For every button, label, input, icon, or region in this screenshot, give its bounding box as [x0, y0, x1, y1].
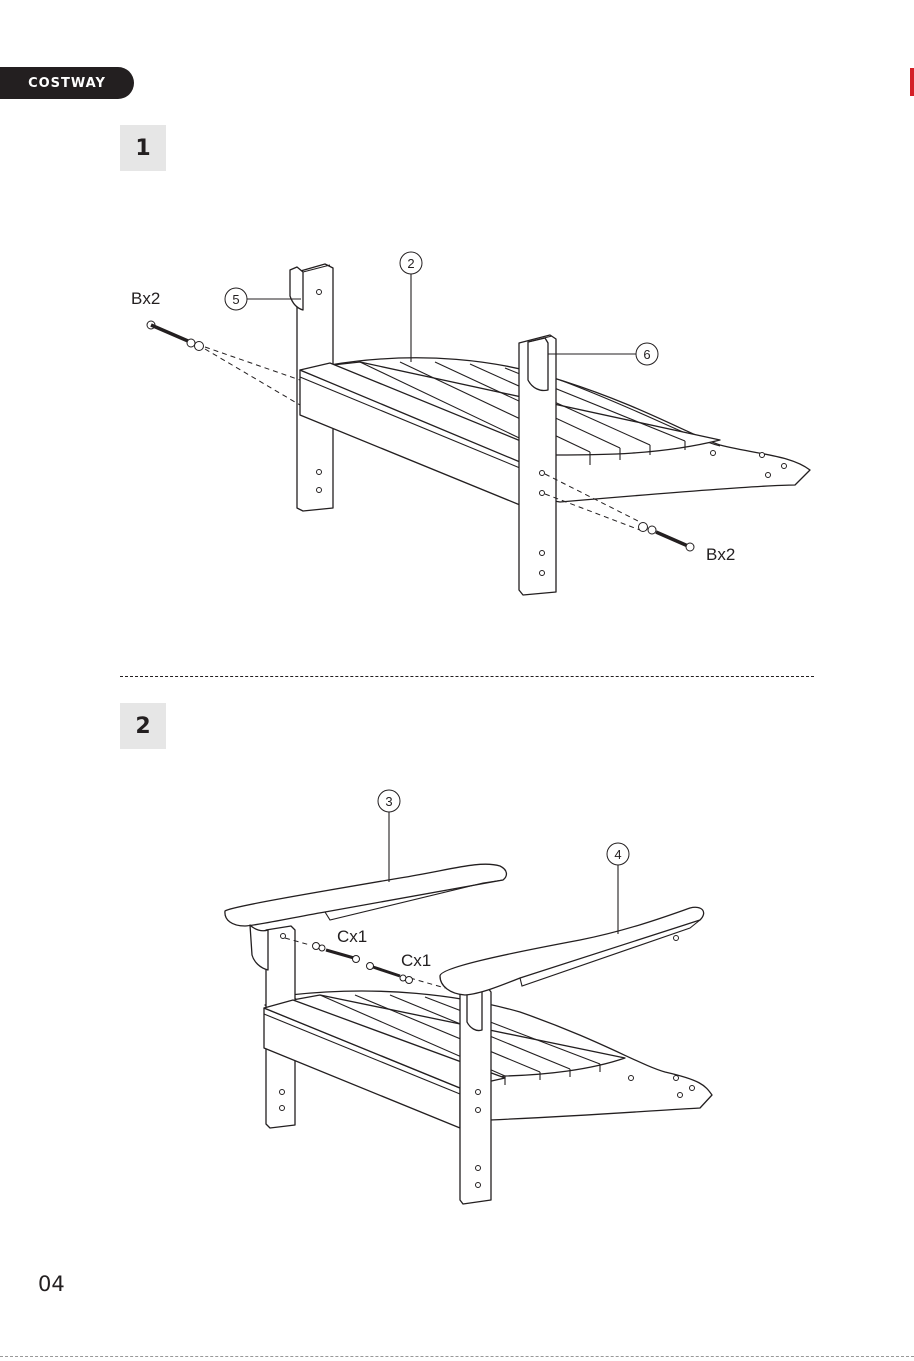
page-number: 04	[38, 1272, 65, 1296]
step-2-badge: 2	[120, 703, 166, 749]
callout-6: 6	[643, 347, 650, 362]
callout-2: 2	[407, 256, 414, 271]
hardware-label-c-right: Cx1	[401, 951, 431, 970]
bolt-set-right	[639, 523, 695, 552]
step-1-badge: 1	[120, 125, 166, 171]
page-bottom-edge	[0, 1356, 914, 1357]
callout-3: 3	[385, 794, 392, 809]
edge-mark	[910, 68, 914, 96]
hardware-label-b-left: Bx2	[131, 289, 160, 308]
step-1-diagram: Bx2 Bx2 5 2 6	[0, 240, 914, 610]
hardware-label-b-right: Bx2	[706, 545, 735, 564]
right-armrest	[440, 907, 704, 995]
hardware-label-c-left: Cx1	[337, 927, 367, 946]
step-2-diagram: Cx1 Cx1 3 4	[0, 780, 914, 1220]
bolt-set-left	[147, 321, 204, 351]
section-divider	[120, 676, 814, 677]
left-armrest	[225, 864, 507, 970]
callout-5: 5	[232, 292, 239, 307]
brand-logo: COSTWAY	[0, 67, 134, 99]
callout-4: 4	[614, 847, 621, 862]
